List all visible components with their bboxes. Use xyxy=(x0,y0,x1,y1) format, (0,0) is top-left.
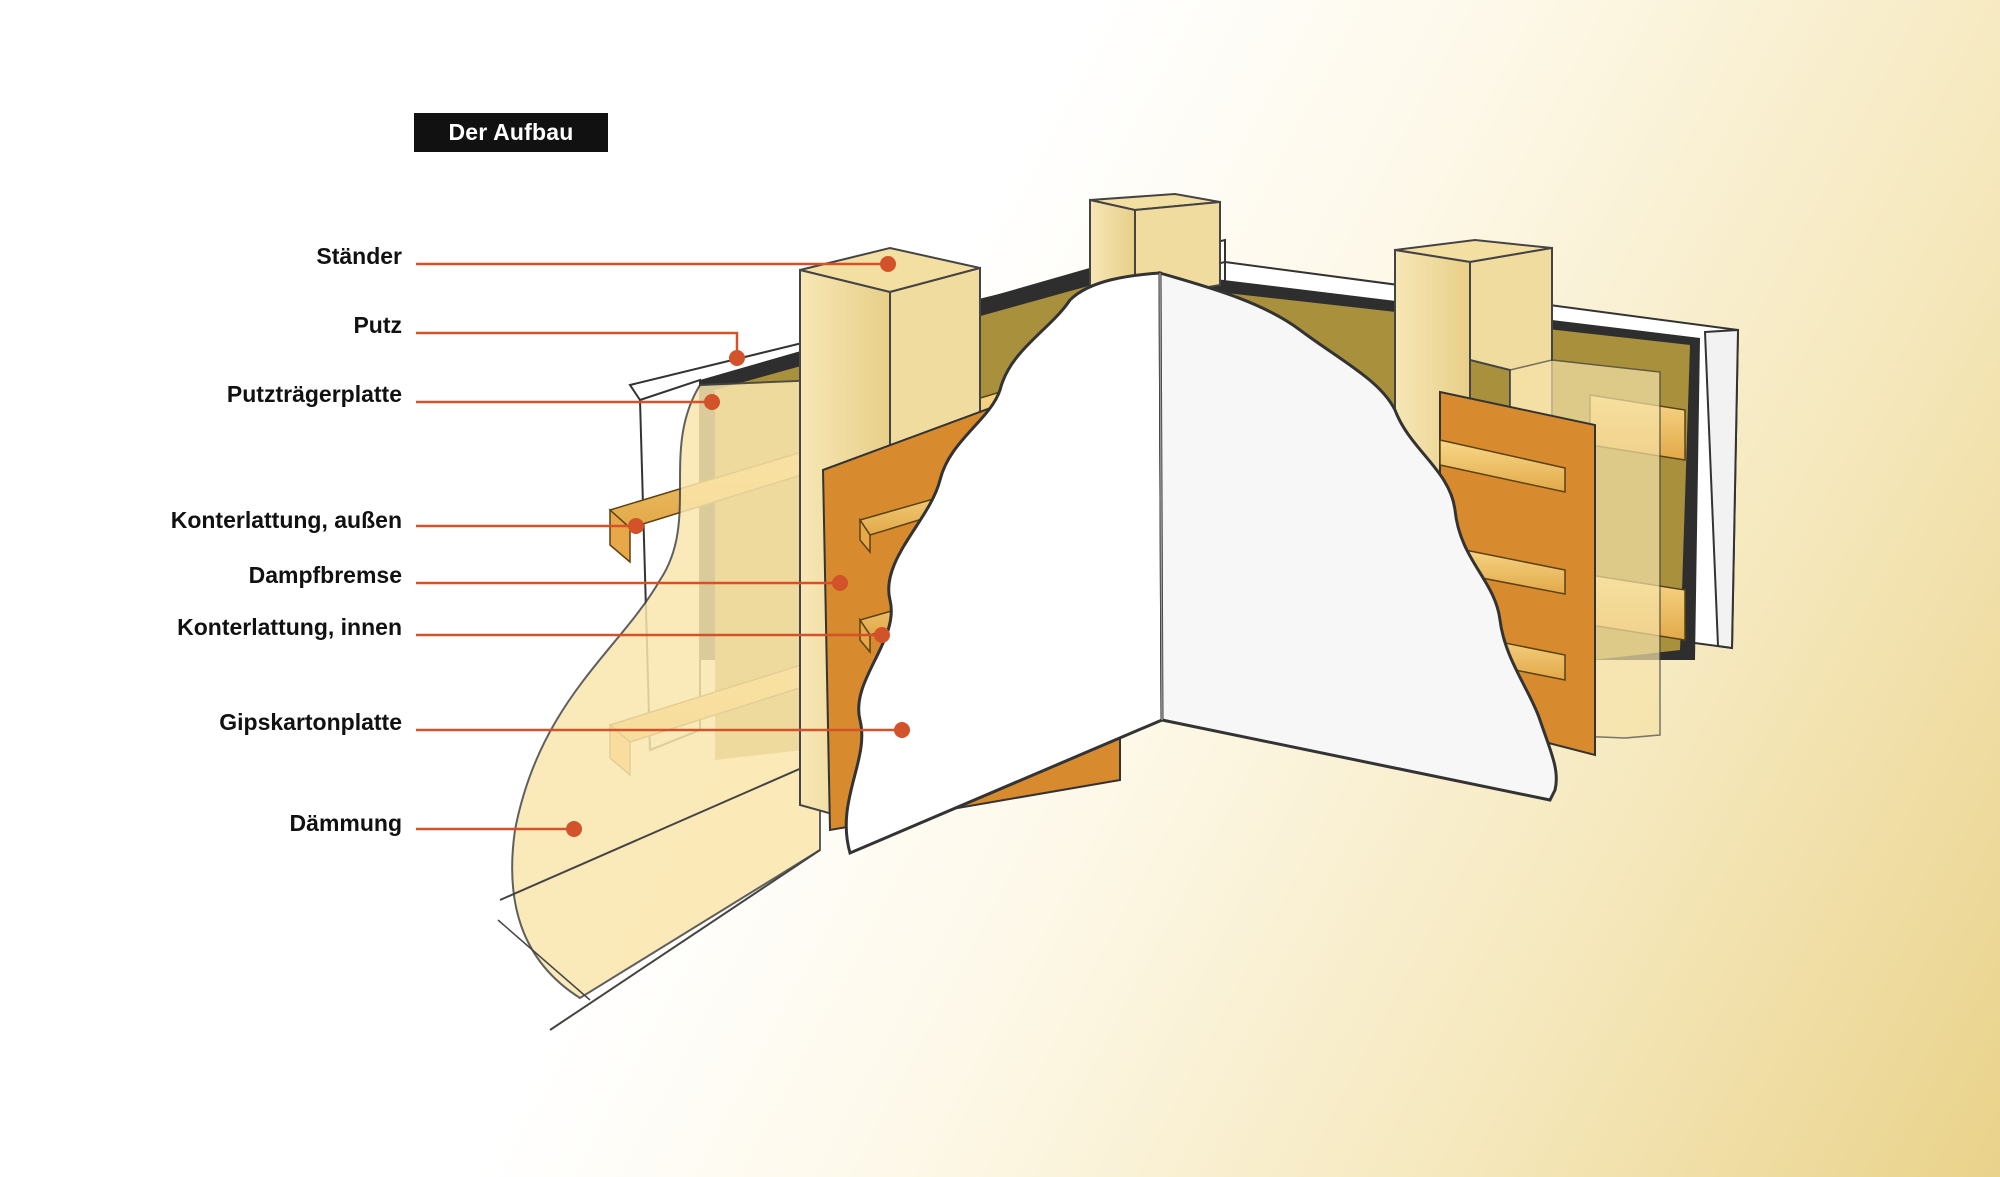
label-gipskartonplatte: Gipskartonplatte xyxy=(219,709,402,735)
label-konterlattung-innen: Konterlattung, innen xyxy=(177,614,402,640)
daemmung-sheet xyxy=(497,378,821,1031)
label-staender: Ständer xyxy=(316,243,402,269)
label-dampfbremse: Dampfbremse xyxy=(248,562,402,588)
label-daemmung: Dämmung xyxy=(289,810,402,836)
label-putz: Putz xyxy=(353,312,402,338)
label-konterlattung-aussen: Konterlattung, außen xyxy=(170,507,402,533)
label-putztraegerplatte: Putzträgerplatte xyxy=(226,381,402,407)
leader-dots xyxy=(566,256,910,837)
leader-putz xyxy=(416,331,739,358)
diagram-title: Der Aufbau xyxy=(414,113,608,152)
gipskartonplatte-layer xyxy=(844,270,1558,856)
leader-lines xyxy=(416,262,902,831)
